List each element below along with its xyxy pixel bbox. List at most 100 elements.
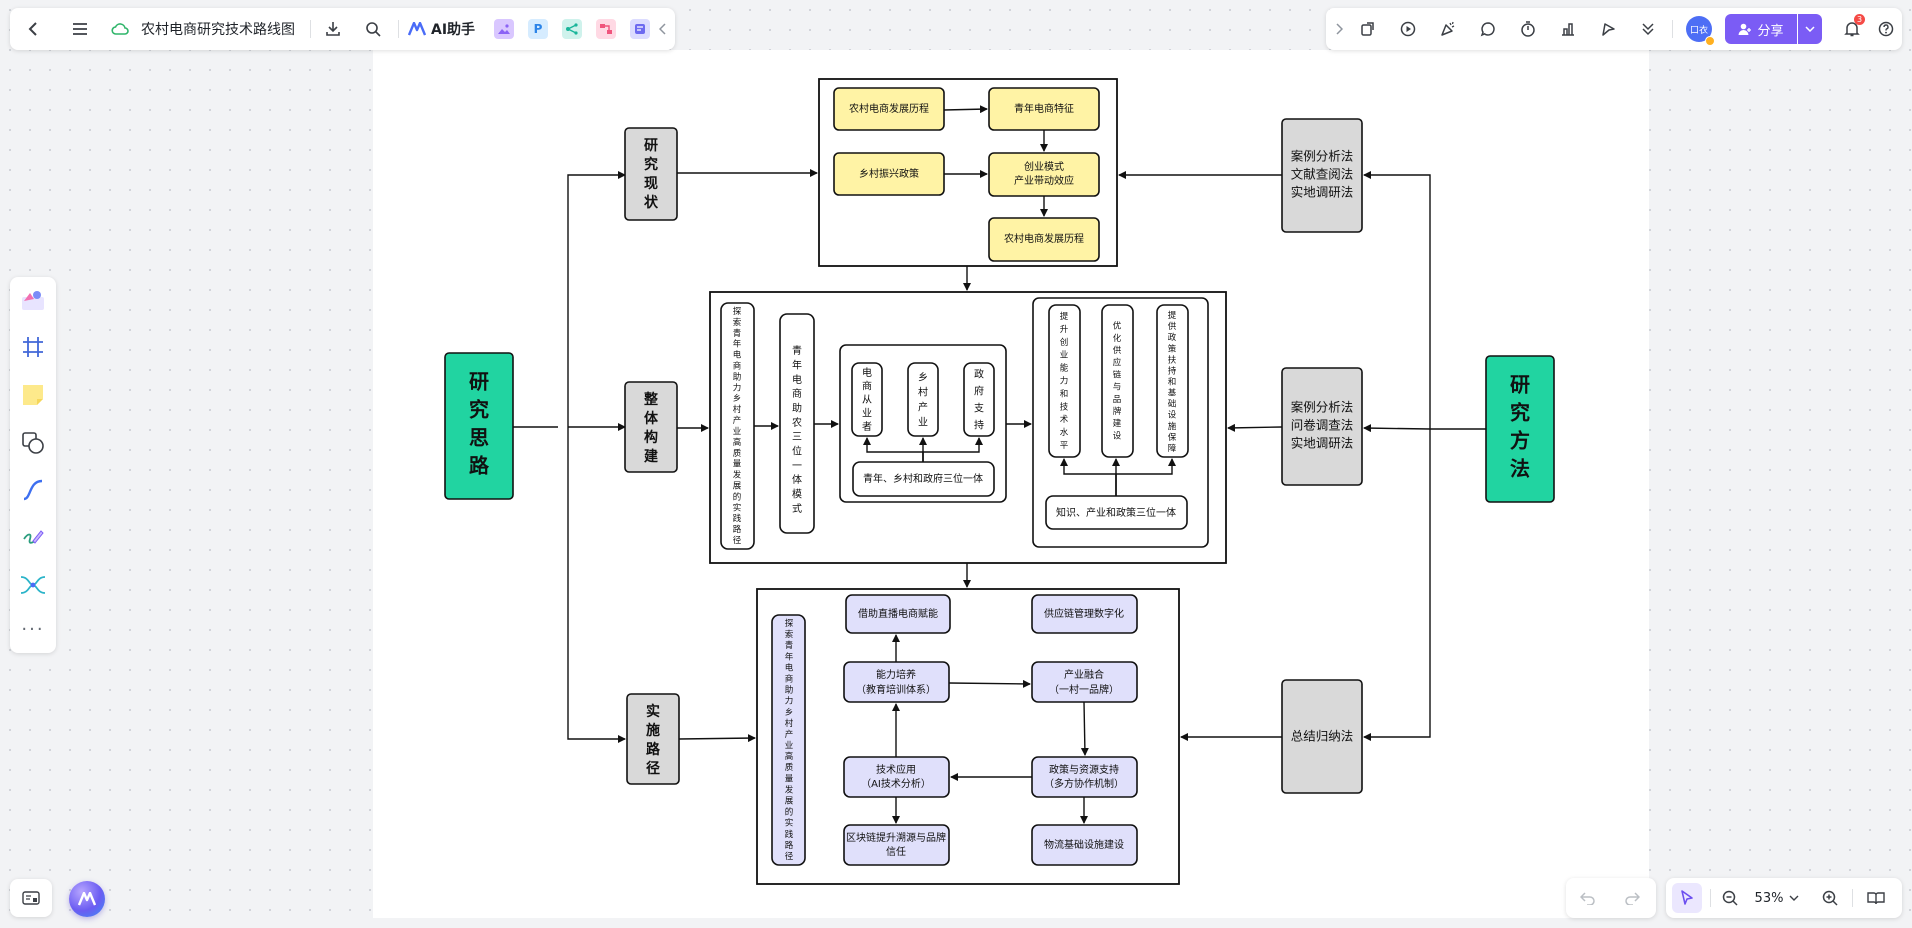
mindmap-app-icon[interactable] bbox=[562, 19, 582, 39]
mind-map-icon[interactable] bbox=[18, 570, 48, 600]
ai-assistant-button[interactable]: AI助手 bbox=[408, 14, 484, 44]
research-thinking-box[interactable] bbox=[444, 352, 514, 500]
node-skill-upgrade[interactable] bbox=[1048, 304, 1081, 458]
ai-assistant-label: AI助手 bbox=[431, 22, 476, 38]
select-cursor-icon[interactable] bbox=[1672, 883, 1702, 913]
method-box-1[interactable] bbox=[1281, 118, 1363, 233]
undo-icon[interactable] bbox=[1574, 884, 1602, 912]
sticky-note-icon[interactable] bbox=[18, 380, 48, 410]
divider bbox=[1852, 889, 1853, 907]
node-trinity-model[interactable] bbox=[779, 313, 815, 534]
node-supply-digital[interactable] bbox=[1031, 594, 1138, 634]
timer-icon[interactable] bbox=[1514, 15, 1542, 43]
node-blockchain[interactable] bbox=[843, 824, 950, 866]
zoom-level-dropdown[interactable]: 53% bbox=[1748, 884, 1806, 912]
method-box-3[interactable] bbox=[1281, 679, 1363, 794]
bottom-section-frame bbox=[756, 588, 1180, 885]
node-label-char: 村 bbox=[918, 386, 928, 399]
comment-icon[interactable] bbox=[1474, 15, 1502, 43]
share-button[interactable]: 分享 bbox=[1725, 14, 1797, 44]
zoom-in-icon[interactable] bbox=[1816, 884, 1844, 912]
node-rural-history[interactable] bbox=[833, 87, 945, 131]
nodes[interactable]: 研究思路研究方法研究现状整体构建实施路径案例分析法文献查阅法实地调研法案例分析法… bbox=[444, 78, 1555, 885]
node-youth-traits[interactable] bbox=[988, 87, 1100, 131]
node-tech[interactable] bbox=[843, 756, 950, 798]
node-trinity-2[interactable] bbox=[1045, 495, 1188, 530]
node-logistics[interactable] bbox=[1031, 824, 1138, 866]
method-box-2[interactable] bbox=[1281, 367, 1363, 486]
node-rural-industry[interactable] bbox=[907, 362, 939, 437]
node-label-char: 础 bbox=[1168, 399, 1177, 410]
follow-cursor-icon[interactable] bbox=[1594, 15, 1622, 43]
zoom-out-icon[interactable] bbox=[1716, 884, 1744, 912]
node-explore-path-2-label-char: 产 bbox=[785, 729, 794, 740]
node-label: 能力培养 bbox=[876, 668, 916, 681]
method-1-line: 案例分析法 bbox=[1291, 149, 1354, 164]
node-trinity-model-label-char: 年 bbox=[792, 359, 802, 372]
more-icon[interactable]: ··· bbox=[21, 618, 45, 640]
node-label: 供应链管理数字化 bbox=[1044, 607, 1124, 620]
undo-redo-bar bbox=[1566, 878, 1656, 918]
ai-floating-button[interactable] bbox=[69, 881, 105, 917]
vote-icon[interactable] bbox=[1554, 15, 1582, 43]
edge-split-top bbox=[567, 171, 626, 427]
stage-path-box[interactable] bbox=[626, 693, 680, 785]
stage-status-box[interactable] bbox=[624, 127, 678, 221]
connector-icon[interactable] bbox=[18, 475, 48, 505]
node-policy-resource[interactable] bbox=[1031, 756, 1138, 798]
outline-button[interactable] bbox=[10, 879, 52, 917]
method-1-line: 文献查阅法 bbox=[1291, 167, 1354, 182]
back-icon[interactable] bbox=[18, 14, 48, 44]
template-gallery-icon[interactable] bbox=[18, 285, 48, 315]
stage-status-label-char: 状 bbox=[644, 194, 659, 211]
node-label-char: 平 bbox=[1060, 441, 1069, 451]
node-explore-path-2[interactable] bbox=[771, 614, 806, 866]
image-gen-icon[interactable] bbox=[494, 19, 514, 39]
node-explore-path-2-label-char: 践 bbox=[785, 829, 794, 840]
node-trinity-model-label-char: 商 bbox=[792, 387, 802, 400]
zoom-level-value: 53% bbox=[1754, 890, 1784, 906]
node-ability[interactable] bbox=[843, 661, 950, 703]
node-startup-model[interactable] bbox=[988, 152, 1100, 197]
node-rural-policy[interactable] bbox=[833, 152, 945, 196]
flowchart-app-icon[interactable] bbox=[596, 19, 616, 39]
frame-icon[interactable] bbox=[18, 332, 48, 362]
node-explore-path-2-label-char: 商 bbox=[785, 674, 794, 685]
node-gov-support[interactable] bbox=[963, 362, 995, 437]
notification-bell-icon[interactable] bbox=[1838, 15, 1866, 43]
expand-chevron-icon[interactable] bbox=[1330, 19, 1348, 39]
help-icon[interactable] bbox=[1872, 15, 1900, 43]
pen-icon[interactable] bbox=[18, 522, 48, 552]
node-rural-history-2[interactable] bbox=[988, 217, 1100, 262]
node-explore-path-2-label-char: 路 bbox=[785, 840, 794, 851]
node-ecommerce-staff[interactable] bbox=[851, 362, 883, 437]
node-explore-path[interactable] bbox=[720, 302, 755, 550]
shape-icon[interactable] bbox=[18, 428, 48, 458]
redo-icon[interactable] bbox=[1618, 884, 1646, 912]
share-dropdown-button[interactable] bbox=[1798, 14, 1822, 44]
node-industry[interactable] bbox=[1031, 661, 1138, 703]
node-label: 区块链提升溯源与品牌 bbox=[846, 831, 946, 844]
present-play-icon[interactable] bbox=[1394, 15, 1422, 43]
node-policy-infra[interactable] bbox=[1156, 304, 1189, 458]
presentation-icon[interactable]: P bbox=[528, 19, 548, 39]
document-title[interactable]: 农村电商研究技术路线图 bbox=[141, 22, 295, 38]
node-label-char: 政 bbox=[1168, 332, 1177, 343]
plugin-icon[interactable] bbox=[1354, 15, 1382, 43]
edge-method2-mid bbox=[1227, 423, 1283, 432]
node-live-commerce[interactable] bbox=[845, 594, 951, 634]
stage-build-box[interactable] bbox=[624, 381, 678, 473]
search-icon[interactable] bbox=[358, 14, 388, 44]
menu-icon[interactable] bbox=[65, 14, 95, 44]
node-explore-path-label-char: 助 bbox=[733, 371, 742, 382]
celebrate-icon[interactable] bbox=[1434, 15, 1462, 43]
collapse-chevron-icon[interactable] bbox=[654, 19, 672, 39]
research-method-box[interactable] bbox=[1485, 355, 1555, 503]
node-supply-chain[interactable] bbox=[1101, 304, 1134, 458]
node-trinity-1[interactable] bbox=[852, 461, 995, 497]
form-app-icon[interactable] bbox=[630, 19, 650, 39]
more-chevrons-icon[interactable] bbox=[1634, 15, 1662, 43]
download-icon[interactable] bbox=[318, 14, 348, 44]
minimap-book-icon[interactable] bbox=[1862, 884, 1890, 912]
